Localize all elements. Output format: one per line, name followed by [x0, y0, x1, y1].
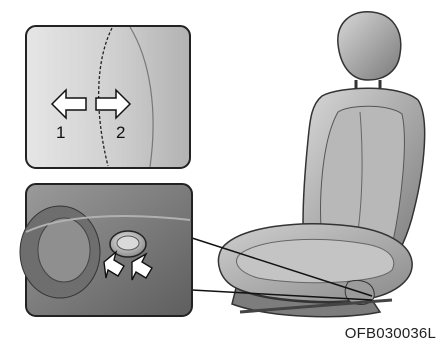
label-1: 1 [56, 123, 65, 142]
label-2: 2 [116, 123, 125, 142]
car-seat [218, 12, 424, 317]
figure-code: OFB030036L [345, 325, 436, 342]
seat-headrest [338, 12, 401, 80]
inset-lumbar-detail: 1 2 [26, 26, 190, 168]
inset-switch-detail [20, 184, 192, 316]
